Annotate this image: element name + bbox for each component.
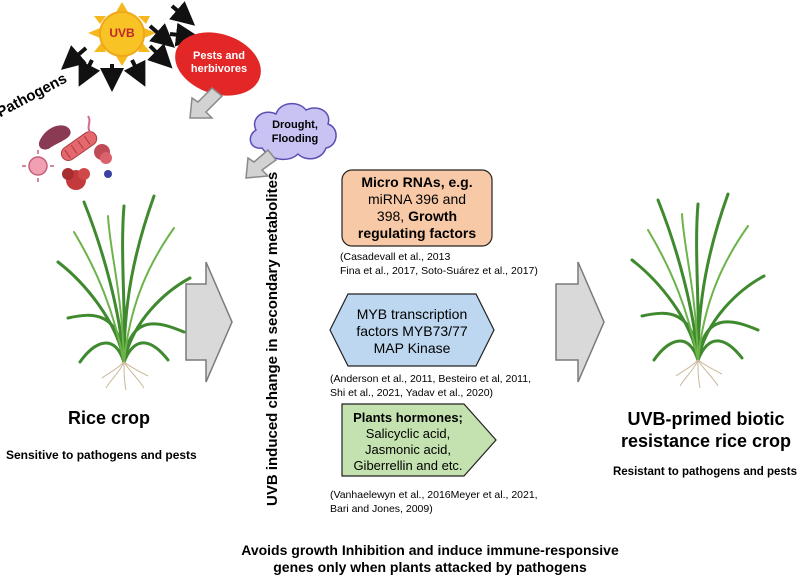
hormones-refs: (Vanhaelewyn et al., 2016Meyer et al., 2…: [330, 489, 538, 515]
mirna-refs: (Casadevall et al., 2013 Fina et al., 20…: [340, 251, 538, 277]
right-crop-subtitle: Resistant to pathogens and pests: [612, 466, 798, 478]
right-crop-title: UVB-primed biotic resistance rice crop: [620, 409, 792, 451]
bottom-note: Avoids growth Inhibition and induce immu…: [241, 542, 619, 575]
hormones-box: Plants hormones; Salicyclic acid, Jasmon…: [346, 410, 470, 474]
mirna-box-title: Micro RNAs, e.g.: [361, 174, 473, 190]
pathogen-icon: [22, 115, 112, 190]
myb-box-body: MYB transcription factors MYB73/77 MAP K…: [356, 306, 468, 356]
hormones-box-title: Plants hormones;: [353, 410, 463, 425]
myb-refs: (Anderson et al., 2011, Besteiro et al, …: [330, 373, 531, 399]
rice-plant-icon: [56, 194, 192, 391]
hormones-box-body: Salicyclic acid, Jasmonic acid, Giberrel…: [353, 426, 463, 473]
left-crop-title: Rice crop: [67, 408, 151, 428]
mirna-box-body: miRNA 396 and 398,: [367, 191, 467, 224]
mirna-box: Micro RNAs, e.g. miRNA 396 and 398, Grow…: [342, 174, 492, 242]
rice-plant-icon: [630, 192, 766, 389]
sun-label: UVB: [109, 26, 135, 40]
drought-label: Drought, Flooding: [271, 119, 319, 145]
mirna-box-factors: Growth regulating factors: [357, 208, 477, 241]
uv-ray-arrow-icon: [169, 1, 196, 26]
pests-label: Pests and herbivores: [190, 50, 248, 75]
grey-arrow-icon: [189, 86, 224, 119]
vertical-label: UVB induced change in secondary metaboli…: [264, 171, 281, 506]
left-crop-subtitle: Sensitive to pathogens and pests: [6, 448, 197, 462]
